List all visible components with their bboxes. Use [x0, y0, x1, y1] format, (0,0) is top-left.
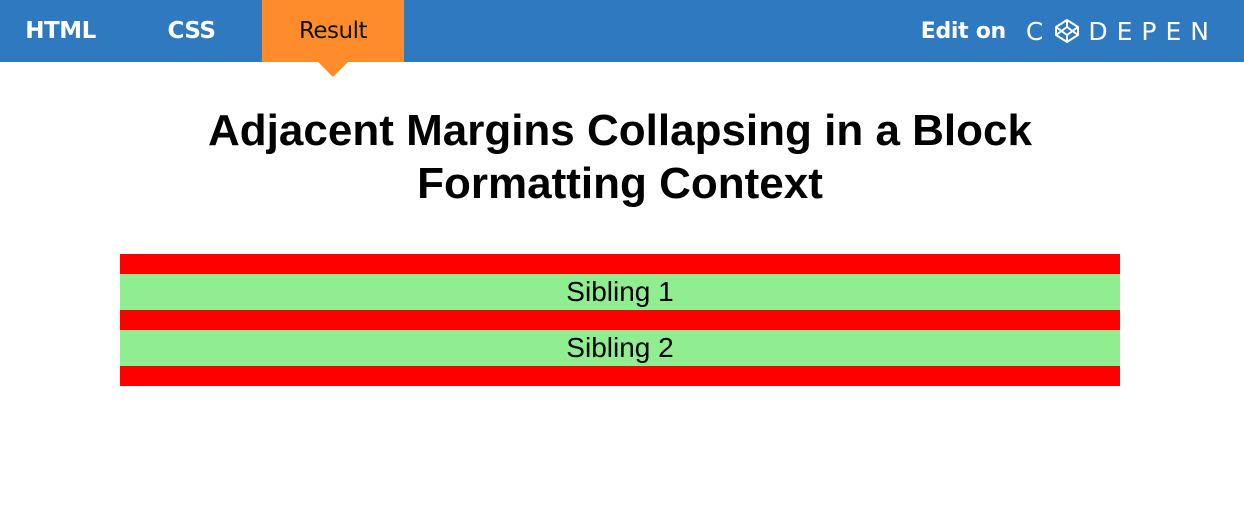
sibling-box-2: Sibling 2: [120, 330, 1120, 366]
codepen-cube-icon: [1055, 19, 1080, 43]
codepen-embed-header: HTML CSS Result Edit on C DEPEN: [0, 0, 1244, 77]
tab-result[interactable]: Result: [262, 0, 404, 77]
tab-html-label: HTML: [25, 18, 96, 44]
edit-on-codepen-link[interactable]: Edit on C DEPEN: [921, 0, 1218, 62]
tab-css[interactable]: CSS: [121, 0, 262, 62]
page-title: Adjacent Margins Collapsing in a Block F…: [208, 106, 1032, 208]
logo-text-end: DEPEN: [1088, 16, 1218, 46]
edit-on-label: Edit on: [920, 18, 1006, 44]
codepen-logo: C DEPEN: [1026, 17, 1218, 46]
parent-container: Sibling 1 Sibling 2: [120, 254, 1120, 386]
sibling-box-1: Sibling 1: [120, 274, 1120, 310]
active-tab-pointer-icon: [318, 62, 348, 77]
tab-result-label: Result: [298, 18, 368, 44]
logo-text-start: C: [1025, 16, 1053, 46]
tab-html[interactable]: HTML: [0, 0, 121, 62]
tab-css-label: CSS: [167, 18, 216, 44]
